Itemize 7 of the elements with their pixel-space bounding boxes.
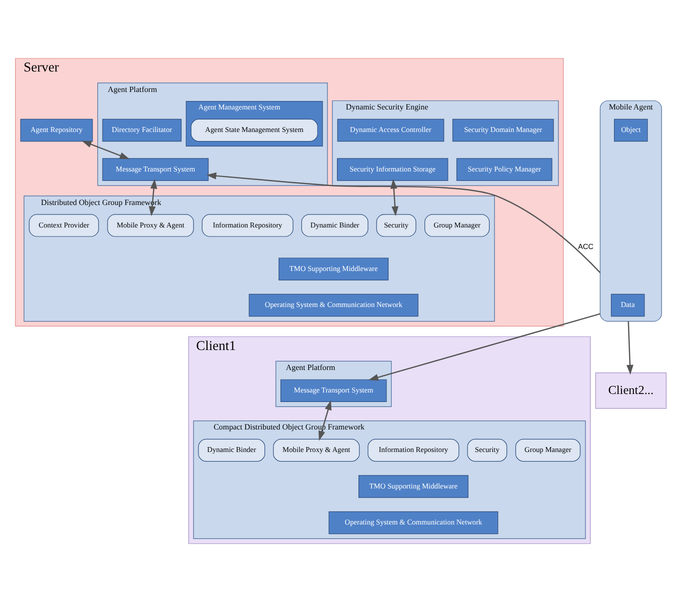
arrow (206, 172, 601, 273)
arrow (318, 400, 332, 440)
arrow (82, 140, 130, 159)
arrow (626, 320, 634, 374)
arrow (368, 312, 600, 380)
arrow (148, 178, 158, 216)
node-box: Client2... (595, 372, 667, 408)
